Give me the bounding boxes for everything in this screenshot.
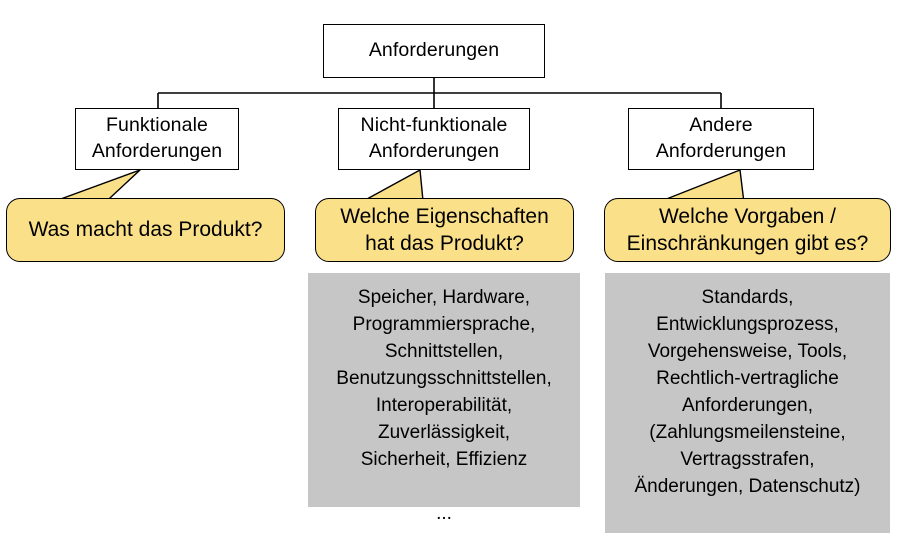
callout-other-text: Welche Vorgaben / Einschränkungen gibt e… xyxy=(626,204,869,255)
node-other-label: Andere Anforderungen xyxy=(655,114,787,162)
node-root-label: Anforderungen xyxy=(368,39,500,62)
detail-panel-non-functional-text: Speicher, Hardware, Programmiersprache, … xyxy=(336,287,552,524)
callout-non-functional[interactable]: Welche Eigenschaften hat das Produkt? xyxy=(315,198,574,262)
callout-functional[interactable]: Was macht das Produkt? xyxy=(6,198,285,262)
node-functional-label: Funktionale Anforderungen xyxy=(91,114,223,162)
node-non-functional-label: Nicht-funktionale Anforderungen xyxy=(360,114,508,162)
detail-panel-other: Standards, Entwicklungsprozess, Vorgehen… xyxy=(605,273,890,540)
node-nicht-funktionale-anforderungen[interactable]: Nicht-funktionale Anforderungen xyxy=(338,108,530,170)
node-funktionale-anforderungen[interactable]: Funktionale Anforderungen xyxy=(75,108,239,170)
callout-non-functional-text: Welche Eigenschaften hat das Produkt? xyxy=(340,204,549,255)
callout-functional-text: Was macht das Produkt? xyxy=(28,218,263,242)
detail-panel-non-functional: Speicher, Hardware, Programmiersprache, … xyxy=(308,273,580,524)
detail-panel-other-text: Standards, Entwicklungsprozess, Vorgehen… xyxy=(634,287,861,540)
callout-other[interactable]: Welche Vorgaben / Einschränkungen gibt e… xyxy=(604,198,891,262)
node-andere-anforderungen[interactable]: Andere Anforderungen xyxy=(628,108,814,170)
node-anforderungen[interactable]: Anforderungen xyxy=(323,24,545,78)
